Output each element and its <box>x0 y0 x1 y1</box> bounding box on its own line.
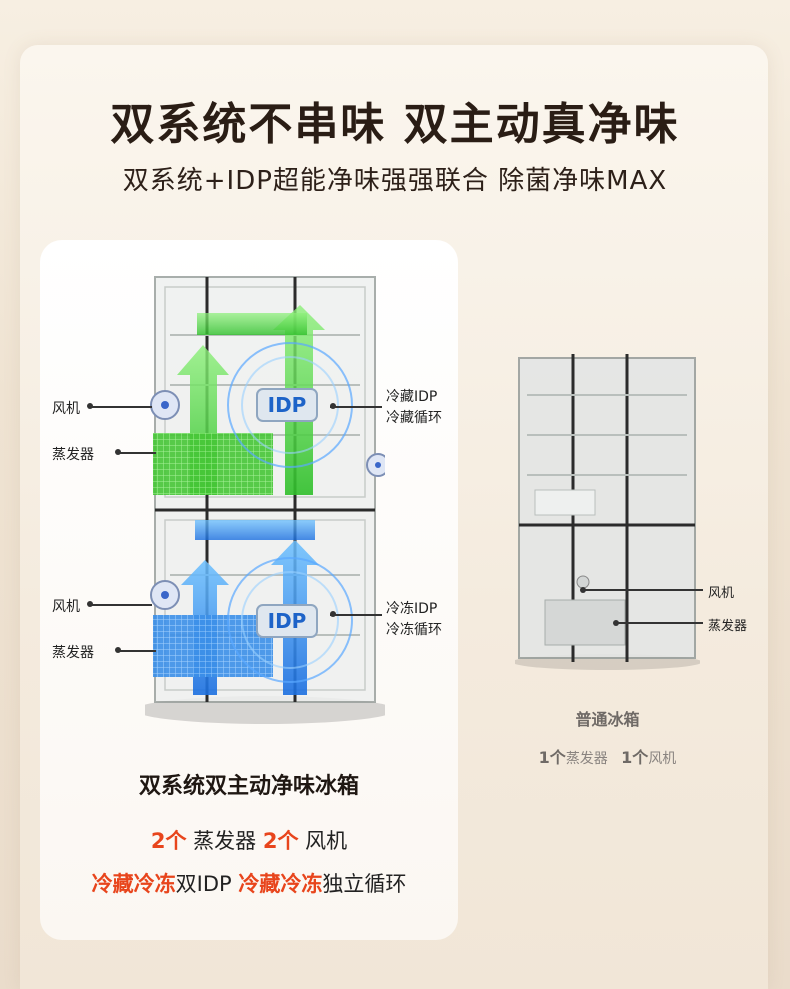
page-subtitle: 双系统+IDP超能净味强强联合 除菌净味MAX <box>122 166 668 196</box>
dual-fridge-spec-2: 冷藏冷冻双IDP 冷藏冷冻独立循环 <box>40 868 458 898</box>
idp-badge-top-text: IDP <box>268 393 307 417</box>
leader-idp-top <box>330 406 382 408</box>
leader-normal-evap <box>616 622 703 624</box>
label-fan-bottom: 风机 <box>52 599 80 615</box>
normal-spec-text1: 蒸发器 <box>565 751 608 767</box>
dot-evap-bottom <box>115 647 121 653</box>
leader-normal-fan <box>583 589 703 591</box>
spec2-hl1: 冷藏冷冻 <box>91 872 176 896</box>
leader-fan-bottom <box>90 604 152 606</box>
dot-idp-bottom <box>330 611 336 617</box>
dual-system-fridge-illustration: IDP IDP <box>145 276 385 724</box>
spec2-hl2: 冷藏冷冻 <box>238 872 323 896</box>
normal-fridge-illustration <box>515 354 700 670</box>
dot-fan-top <box>87 403 93 409</box>
dot-fan-bottom <box>87 601 93 607</box>
normal-fridge-spec: 1个蒸发器 1个风机 <box>490 744 725 768</box>
leader-evap-bottom <box>118 650 156 652</box>
dual-fridge-spec-1: 2个 蒸发器 2个 风机 <box>40 825 458 855</box>
normal-spec-num1: 1个 <box>538 748 566 767</box>
normal-spec-text2: 风机 <box>648 751 677 767</box>
dual-fridge-title: 双系统双主动净味冰箱 <box>138 774 359 799</box>
spec1-text1: 蒸发器 <box>193 829 257 853</box>
label-fan-top: 风机 <box>52 401 80 417</box>
dot-idp-top <box>330 403 336 409</box>
dot-evap-top <box>115 449 121 455</box>
label-idp-top-line1: 冷藏IDP <box>386 389 438 405</box>
label-idp-bottom-line2: 冷冻循环 <box>386 622 442 638</box>
normal-spec-num2: 1个 <box>621 748 649 767</box>
label-normal-fan: 风机 <box>708 586 735 601</box>
leader-fan-top <box>90 406 152 408</box>
spec1-num1: 2个 <box>150 829 187 853</box>
label-idp-top-line2: 冷藏循环 <box>386 410 442 426</box>
label-evap-top: 蒸发器 <box>52 447 94 463</box>
label-normal-evap: 蒸发器 <box>708 619 748 634</box>
label-idp-bottom-line1: 冷冻IDP <box>386 601 438 617</box>
spec2-text1: 双IDP <box>175 872 232 896</box>
leader-idp-bottom <box>330 614 382 616</box>
leader-evap-top <box>118 452 156 454</box>
spec2-text2: 独立循环 <box>322 872 407 896</box>
normal-fridge-title: 普通冰箱 <box>575 710 640 729</box>
page-title: 双系统不串味 双主动真净味 <box>110 99 680 150</box>
spec1-num2: 2个 <box>262 829 299 853</box>
idp-badge-bottom-text: IDP <box>268 609 307 633</box>
label-evap-bottom: 蒸发器 <box>52 645 94 661</box>
spec1-text2: 风机 <box>305 829 348 853</box>
